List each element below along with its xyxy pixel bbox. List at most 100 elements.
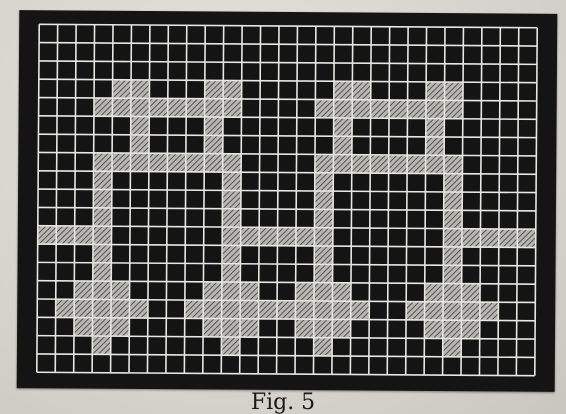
shaded-cell — [332, 283, 351, 301]
shaded-cell — [444, 174, 463, 192]
shaded-cell — [75, 226, 94, 244]
shaded-cell — [426, 155, 445, 173]
shaded-cell — [223, 99, 242, 117]
shaded-cell — [277, 301, 296, 319]
shaded-cell — [371, 100, 390, 118]
shaded-cell — [315, 191, 334, 209]
shaded-cell — [167, 153, 186, 171]
shaded-cell — [131, 80, 150, 98]
grid-line-horizontal — [37, 372, 535, 375]
shaded-cell — [131, 116, 150, 134]
shaded-cell — [222, 227, 241, 245]
shaded-cell — [444, 100, 463, 118]
shaded-cell — [168, 98, 187, 116]
shaded-cell — [314, 264, 333, 282]
shaded-cell — [223, 80, 242, 98]
grid-line-horizontal — [39, 43, 537, 46]
shaded-cell — [277, 227, 296, 245]
grid-line-vertical — [129, 25, 131, 373]
pattern-grid — [17, 10, 558, 392]
shaded-cell — [74, 318, 93, 336]
shaded-cell — [314, 209, 333, 227]
grid-line-horizontal — [39, 61, 537, 64]
shaded-cell — [131, 98, 150, 116]
shaded-cell — [74, 281, 93, 299]
shaded-cell — [204, 154, 223, 172]
shaded-cell — [443, 284, 462, 302]
shaded-cell — [389, 155, 408, 173]
grid-line-vertical — [258, 26, 260, 374]
shaded-cell — [203, 318, 222, 336]
shaded-cell — [38, 226, 57, 244]
shaded-cell — [443, 320, 462, 338]
grid-line-vertical — [37, 24, 39, 372]
shaded-cell — [295, 301, 314, 319]
shaded-cell — [314, 338, 333, 356]
shaded-cell — [332, 301, 351, 319]
shaded-cell — [462, 284, 481, 302]
shaded-cell — [205, 80, 224, 98]
shaded-cell — [112, 153, 131, 171]
shaded-cell — [92, 336, 111, 354]
shaded-cell — [352, 155, 371, 173]
shaded-cell — [149, 98, 168, 116]
shaded-cell — [332, 319, 351, 337]
shaded-cell — [444, 210, 463, 228]
grid-line-vertical — [369, 27, 371, 375]
grid-line-vertical — [479, 27, 481, 375]
shaded-cell — [240, 319, 259, 337]
grid-line-vertical — [184, 25, 186, 373]
shaded-cell — [94, 98, 113, 116]
shaded-cell — [444, 192, 463, 210]
shaded-cell — [222, 282, 241, 300]
shaded-cell — [111, 281, 130, 299]
shaded-cell — [203, 282, 222, 300]
shaded-cell — [314, 283, 333, 301]
shaded-cell — [112, 98, 131, 116]
shaded-cell — [425, 302, 444, 320]
shaded-cell — [314, 319, 333, 337]
shaded-cell — [334, 118, 353, 136]
shaded-cell — [499, 229, 518, 247]
shaded-cell — [352, 81, 371, 99]
shaded-cell — [296, 282, 315, 300]
shaded-cell — [406, 302, 425, 320]
shaded-cell — [407, 155, 426, 173]
shaded-cell — [315, 173, 334, 191]
shaded-cell — [425, 283, 444, 301]
shaded-cell — [462, 229, 481, 247]
shaded-cell — [92, 318, 111, 336]
shaded-cell — [426, 82, 445, 100]
shaded-cell — [333, 155, 352, 173]
shaded-cell — [240, 300, 259, 318]
shaded-cell — [315, 154, 334, 172]
shaded-cell — [426, 119, 445, 137]
shaded-cell — [204, 117, 223, 135]
shaded-cell — [93, 299, 112, 317]
shaded-cell — [149, 153, 168, 171]
shaded-cell — [426, 137, 445, 155]
shaded-cell — [314, 301, 333, 319]
shaded-cell — [131, 135, 150, 153]
shaded-cell — [352, 100, 371, 118]
shaded-cell — [443, 247, 462, 265]
shaded-cell — [480, 229, 499, 247]
shaded-cell — [221, 337, 240, 355]
shaded-cell — [389, 100, 408, 118]
grid-line-vertical — [350, 26, 352, 374]
grid-line-vertical — [406, 27, 408, 375]
shaded-cell — [203, 300, 222, 318]
shaded-cell — [223, 154, 242, 172]
shaded-cell — [461, 302, 480, 320]
shaded-cell — [424, 320, 443, 338]
grid-line-vertical — [55, 24, 57, 372]
shaded-cell — [93, 226, 112, 244]
shaded-cell — [314, 228, 333, 246]
grid-line-vertical — [277, 26, 279, 374]
shaded-cell — [222, 245, 241, 263]
shaded-cell — [111, 300, 130, 318]
shaded-cell — [186, 99, 205, 117]
shaded-cell — [222, 264, 241, 282]
shaded-cell — [93, 244, 112, 262]
